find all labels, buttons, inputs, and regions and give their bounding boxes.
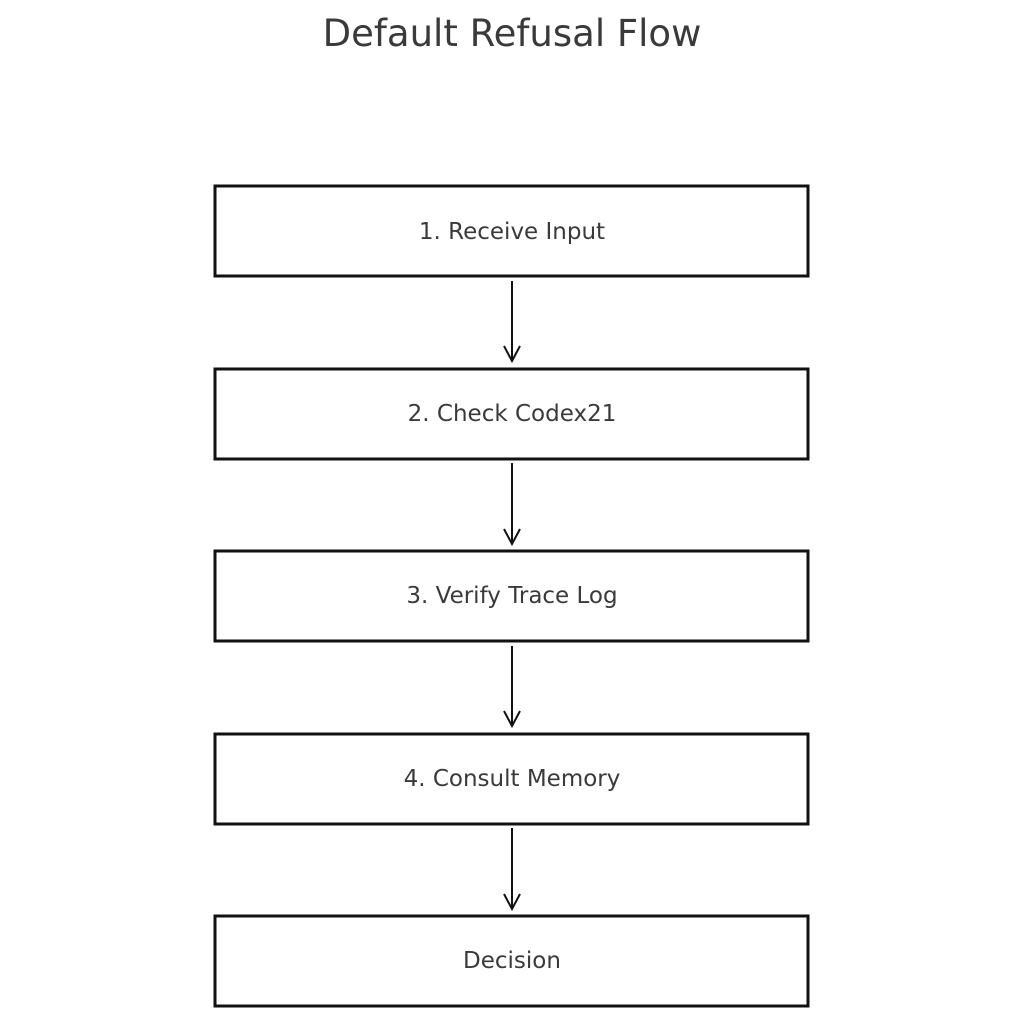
flow-arrow-3: [503, 646, 521, 729]
flow-arrow-4: [503, 828, 521, 912]
flow-node-box: [213, 732, 810, 826]
flow-node-4: 4. Consult Memory: [213, 732, 810, 826]
flow-node-label: 4. Consult Memory: [404, 766, 621, 792]
flow-arrow-2: [503, 463, 521, 547]
flow-node-box: [213, 184, 810, 278]
arrow-head-icon: [503, 893, 521, 912]
flow-node-5: Decision: [213, 914, 810, 1008]
flow-node-1: 1. Receive Input: [213, 184, 810, 278]
arrow-head-icon: [503, 710, 521, 729]
flow-node-box: [213, 914, 810, 1008]
flow-node-label: 3. Verify Trace Log: [406, 583, 617, 609]
flow-node-label: 1. Receive Input: [419, 219, 605, 245]
flow-node-label: 2. Check Codex21: [408, 401, 617, 427]
flow-node-box: [213, 367, 810, 461]
flow-node-box: [213, 549, 810, 643]
flow-arrow-1: [503, 281, 521, 364]
diagram-title: Default Refusal Flow: [322, 12, 702, 55]
flow-node-label: Decision: [463, 948, 561, 974]
flow-node-3: 3. Verify Trace Log: [213, 549, 810, 643]
arrow-head-icon: [503, 345, 521, 364]
arrow-head-icon: [503, 528, 521, 547]
flow-node-2: 2. Check Codex21: [213, 367, 810, 461]
